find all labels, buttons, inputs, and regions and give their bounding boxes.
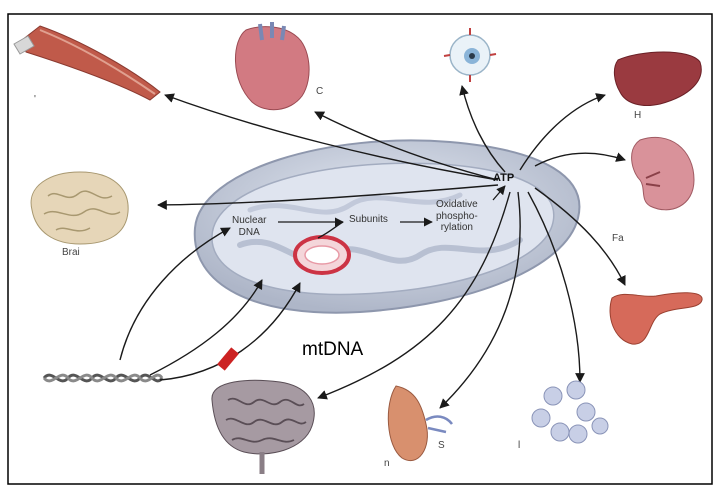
intestine-icon bbox=[212, 380, 314, 474]
blood-label-fragment: l bbox=[518, 440, 520, 451]
brain-label-fragment: Brai bbox=[62, 247, 80, 258]
blood-cells-icon bbox=[532, 381, 608, 443]
ear-label-fragment: S bbox=[438, 440, 445, 451]
muscle-icon bbox=[14, 26, 160, 100]
nuclear-dna-label-line2: DNA bbox=[232, 227, 266, 239]
kidney-icon bbox=[632, 137, 694, 209]
heart-label-fragment: C bbox=[316, 86, 323, 97]
heart-icon bbox=[235, 22, 309, 110]
intestine-label-fragment: n bbox=[384, 458, 390, 469]
atp-label: ATP bbox=[493, 172, 514, 185]
brain-icon bbox=[31, 172, 128, 244]
nuclear-dna-label-line1: Nuclear bbox=[232, 215, 266, 227]
oxphos-label-line2: phospho- bbox=[436, 211, 478, 223]
arrow-atp-to-kidney bbox=[535, 153, 625, 166]
subunits-label: Subunits bbox=[349, 214, 388, 226]
mtdna-label: mtDNA bbox=[302, 339, 363, 361]
liver-icon bbox=[614, 52, 701, 106]
oxphos-label-line3: rylation bbox=[436, 222, 478, 234]
oxidative-phosphorylation-label: Oxidative phospho- rylation bbox=[436, 199, 478, 234]
pancreas-icon bbox=[610, 293, 702, 344]
mtdna-ring-inner bbox=[305, 246, 339, 264]
nuclear-dna-label: Nuclear DNA bbox=[232, 215, 266, 238]
eye-icon bbox=[444, 28, 496, 82]
dna-helix-icon bbox=[44, 375, 162, 381]
liver-label-fragment: H bbox=[634, 110, 641, 121]
muscle-label-fragment: ' bbox=[34, 94, 36, 105]
blocker-icon bbox=[217, 347, 239, 370]
kidney-label-fragment: Fa bbox=[612, 233, 624, 244]
oxphos-label-line1: Oxidative bbox=[436, 199, 478, 211]
